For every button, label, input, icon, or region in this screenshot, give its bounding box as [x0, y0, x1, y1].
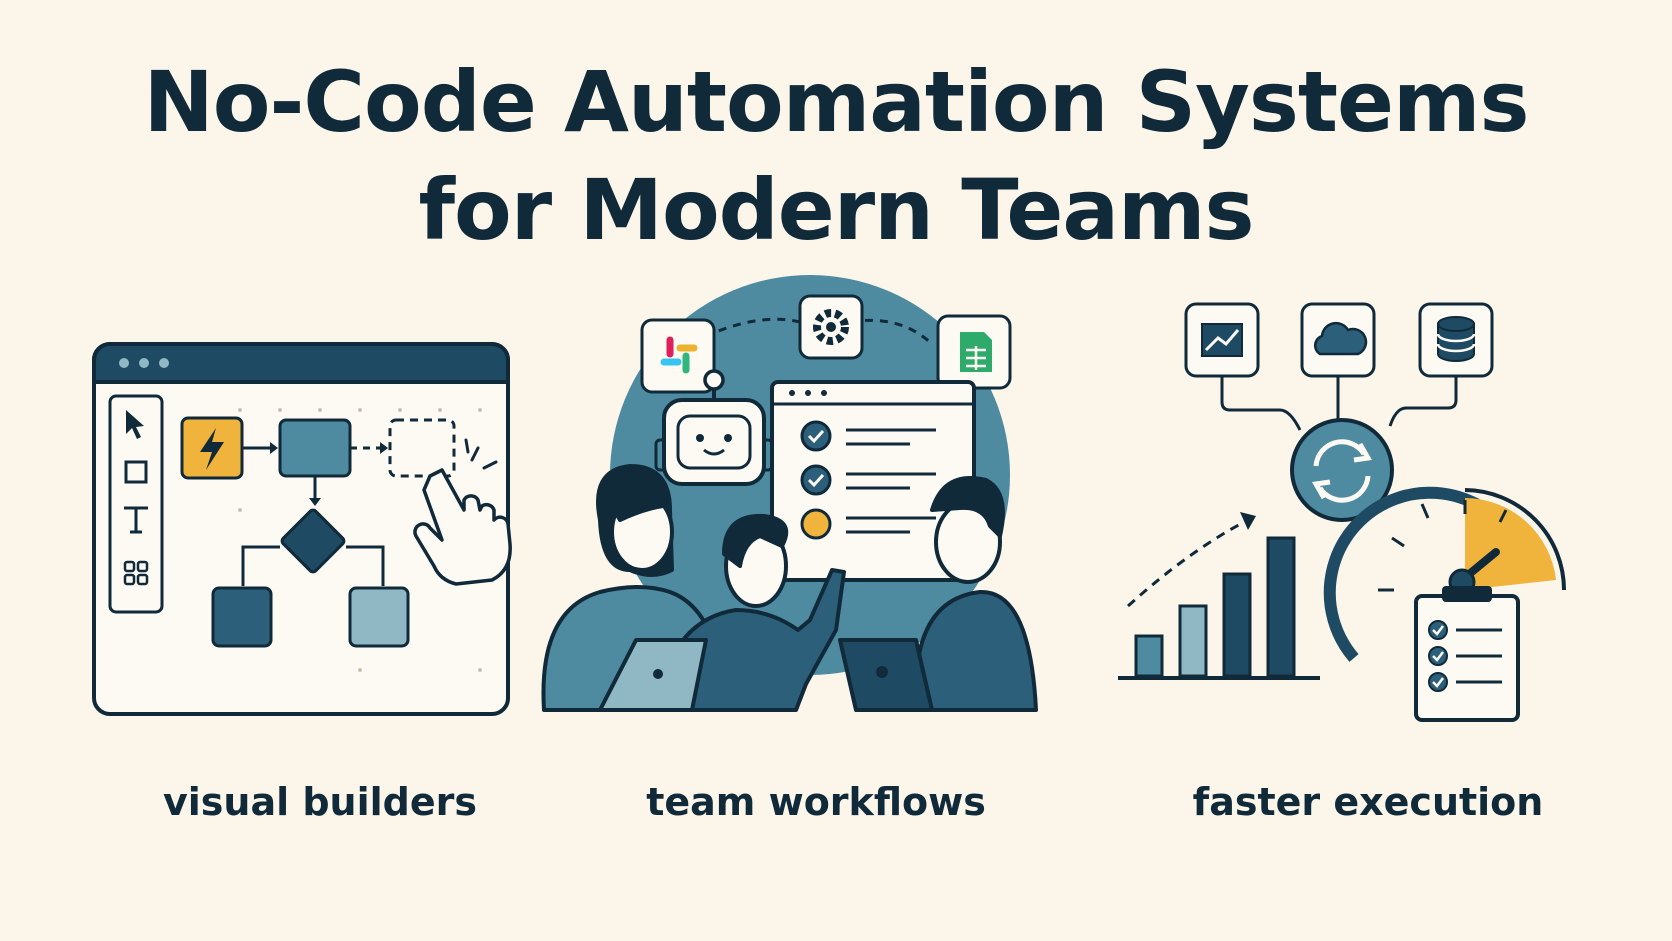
- tool-palette: [108, 394, 164, 614]
- robot-icon: [654, 369, 774, 486]
- laptop-icon: [598, 638, 934, 712]
- lightning-icon: [200, 428, 224, 470]
- browser-titlebar: [92, 342, 510, 384]
- title-line-2: for Modern Teams: [418, 161, 1254, 259]
- decision-diamond: [280, 508, 346, 574]
- caption-team-workflows: team workflows: [646, 780, 986, 824]
- caption-faster-execution: faster execution: [1192, 780, 1544, 824]
- title-line-1: No-Code Automation Systems: [143, 53, 1529, 151]
- person-middle: [654, 513, 846, 712]
- person-right: [913, 476, 1038, 712]
- bar-chart: [1118, 536, 1320, 680]
- slack-icon: [640, 318, 716, 394]
- sync-icon: [1290, 418, 1394, 522]
- grid-icon: [123, 560, 149, 586]
- text-icon: [124, 506, 148, 534]
- cursor-icon: [126, 410, 144, 439]
- clipboard-icon: [1414, 586, 1520, 722]
- hand-pointer-icon: [413, 468, 512, 586]
- page-title: No-Code Automation Systems for Modern Te…: [0, 48, 1672, 264]
- branch-node-right: [348, 586, 410, 648]
- speedometer-icon: [1323, 486, 1566, 662]
- visual-builder-illustration: [92, 342, 512, 716]
- square-icon: [124, 460, 148, 484]
- flow-node: [278, 418, 352, 478]
- team-workflows-illustration: [541, 275, 1038, 712]
- faster-execution-illustration: [1118, 302, 1566, 722]
- caption-visual-builders: visual builders: [162, 780, 477, 824]
- placeholder-node: [388, 418, 456, 478]
- branch-node-left: [211, 586, 273, 648]
- checklist: [770, 380, 976, 582]
